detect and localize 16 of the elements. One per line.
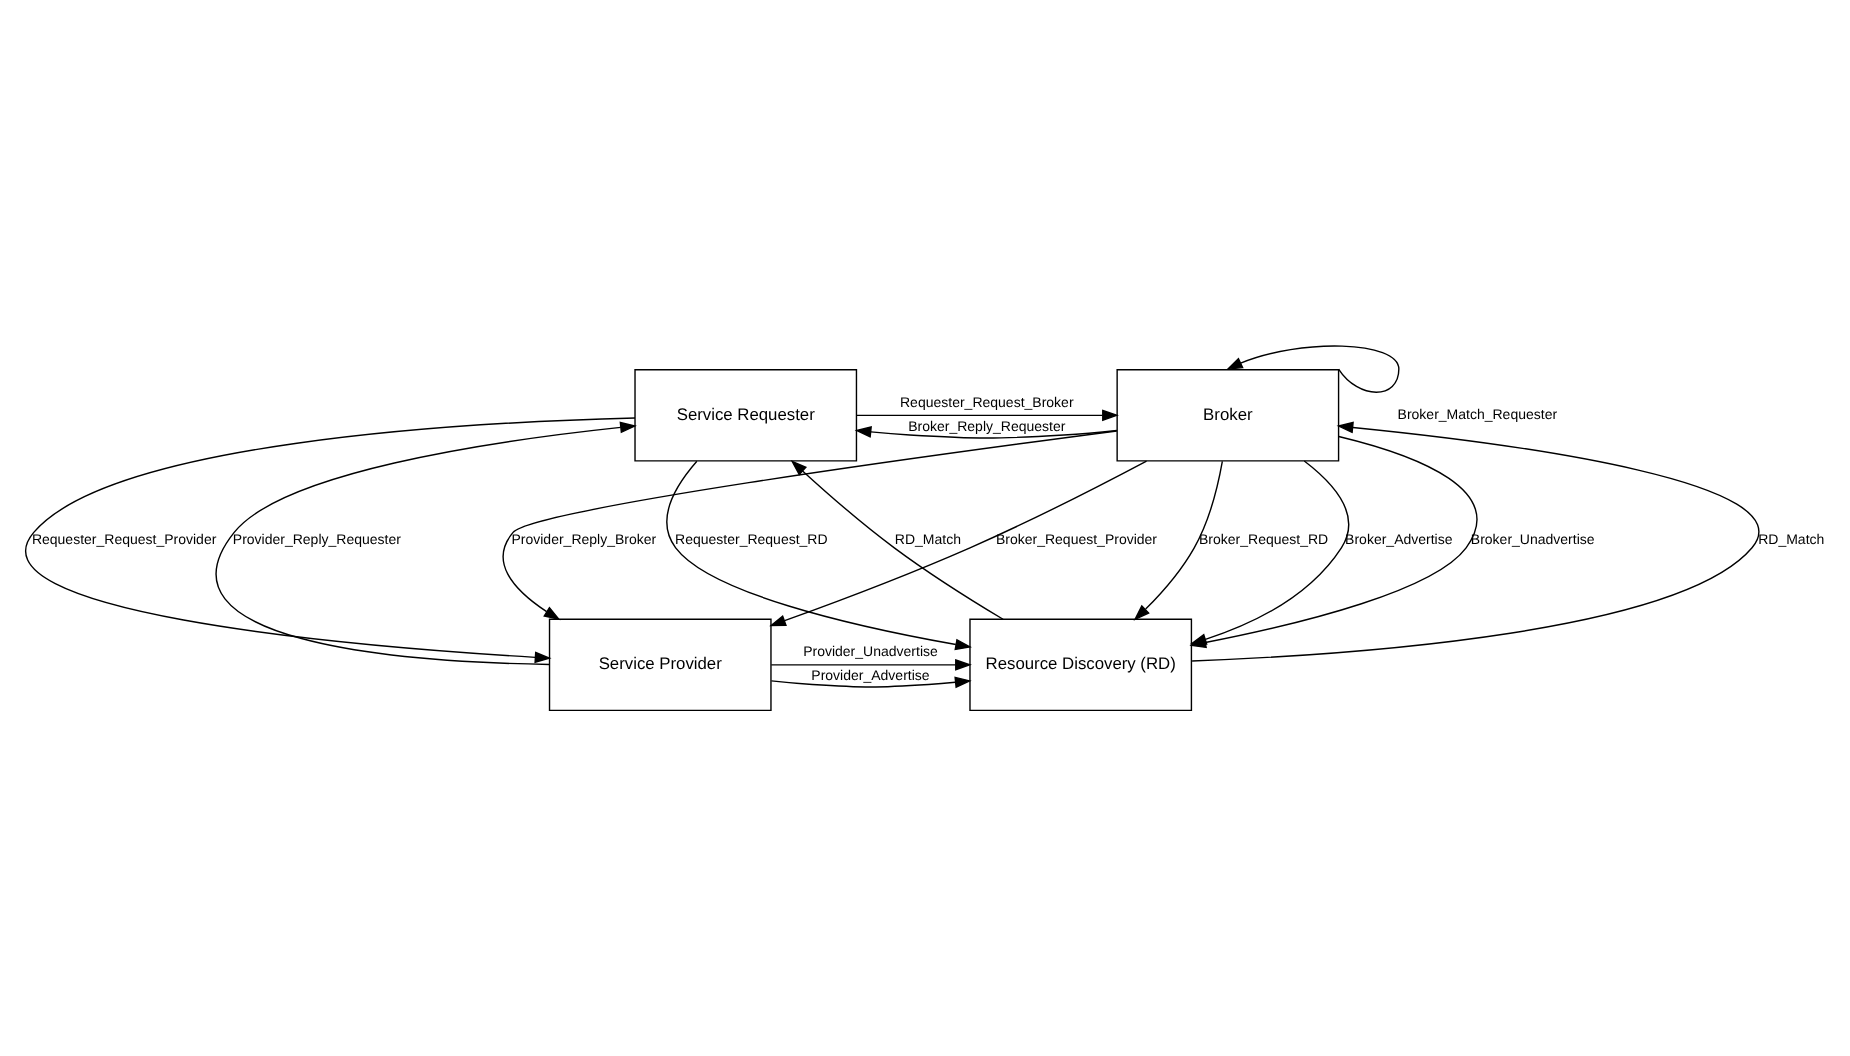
arrow	[769, 460, 1148, 627]
arrow	[215, 421, 637, 666]
arrow	[770, 676, 972, 689]
arrow	[770, 658, 972, 671]
arrow	[1133, 460, 1224, 621]
node-box: Service Provider	[548, 618, 772, 712]
arrow	[502, 430, 1118, 621]
arrow	[24, 417, 636, 664]
node-box: Broker	[1116, 369, 1340, 462]
node-box: Service Requester	[634, 369, 858, 462]
arrow	[854, 426, 1118, 439]
arrow	[790, 459, 1004, 620]
node-box: Resource Discovery (RD)	[969, 618, 1193, 712]
arrow	[856, 409, 1119, 422]
arrow	[1225, 345, 1400, 393]
arrow	[666, 460, 972, 651]
